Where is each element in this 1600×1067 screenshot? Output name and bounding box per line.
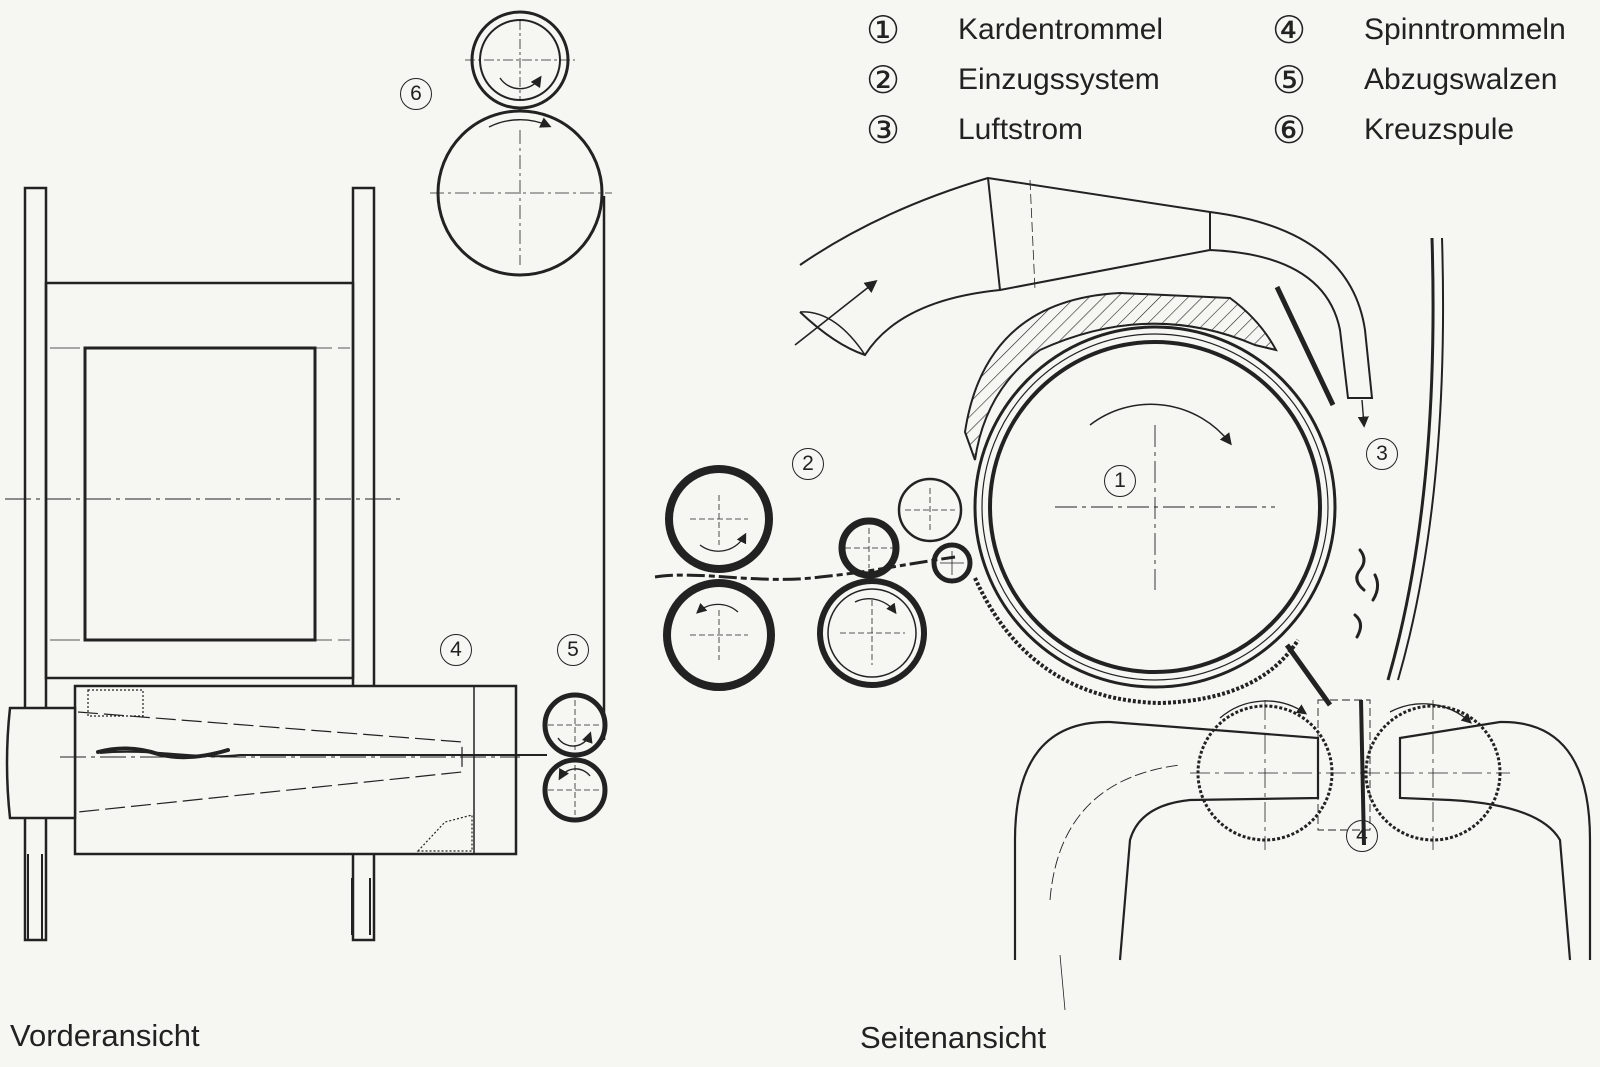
feed-roller-bottom	[663, 579, 775, 691]
legend-label-6: Kreuzspule	[1364, 113, 1515, 146]
spin-nip-box	[1317, 699, 1371, 831]
fiber-patch-top	[87, 689, 144, 717]
fiber-patch-bottom	[416, 814, 473, 852]
takeoff-roller-bottom	[542, 757, 608, 823]
guide-plate	[1274, 285, 1336, 407]
legend-item-5: ⑤ Abzugswalzen	[1272, 58, 1557, 102]
legend-label-4: Spinntrommeln	[1364, 13, 1566, 46]
legend-item-4: ④ Spinntrommeln	[1272, 8, 1566, 52]
legend-item-3: ③ Luftstrom	[866, 108, 1083, 152]
front-view-title: Vorderansicht	[10, 1018, 200, 1053]
legend-label-3: Luftstrom	[958, 113, 1084, 146]
air-duct-mouth	[799, 311, 866, 356]
air-inflow-arrow	[794, 280, 878, 346]
shaft-stub	[5, 706, 77, 820]
loose-fibers	[1353, 548, 1380, 639]
air-duct-panel-left	[987, 177, 1001, 291]
drum-bottom-casing	[973, 577, 1300, 706]
side-wall	[1386, 237, 1435, 681]
callout-front-coil: 6	[400, 78, 432, 110]
yarn-front	[99, 750, 547, 758]
carding-drum-clothing	[981, 333, 1329, 681]
legend-number-5: ⑤	[1272, 59, 1307, 102]
callout-front-drums: 4	[440, 634, 472, 666]
legend-number-1: ①	[866, 9, 901, 52]
legend-item-2: ② Einzugssystem	[866, 58, 1160, 102]
doffer-roller-small	[931, 542, 973, 584]
callout-side-drum: 1	[1104, 465, 1136, 497]
legend-number-4: ④	[1272, 9, 1307, 52]
carding-drum-casing	[973, 325, 1337, 689]
spin-housing-right	[1398, 720, 1592, 961]
air-outflow-arrow	[1357, 399, 1369, 428]
legend-label-1: Kardentrommel	[958, 13, 1164, 46]
frame-window	[83, 346, 317, 642]
legend-number-2: ②	[866, 59, 901, 102]
side-view	[654, 176, 1592, 1011]
front-view	[5, 10, 612, 942]
legend-number-6: ⑥	[1272, 109, 1307, 152]
frame-box	[44, 281, 355, 680]
licker-in-roller	[897, 477, 963, 543]
spin-drum-housing	[73, 684, 518, 856]
intake-roller-large	[817, 578, 927, 688]
carding-drum	[988, 340, 1322, 674]
legend-label-2: Einzugssystem	[958, 63, 1160, 96]
drum-housing-hatch	[963, 291, 1278, 461]
air-duct-outer	[799, 176, 1374, 399]
callout-front-rollers: 5	[557, 634, 589, 666]
drum-rotation-arrow	[1089, 403, 1232, 446]
legend-label-5: Abzugswalzen	[1364, 63, 1558, 96]
yarn-fiber-tuft	[96, 746, 230, 760]
frame-left-upright	[23, 186, 48, 942]
callout-side-intake: 2	[792, 448, 824, 480]
legend-number-3: ③	[866, 109, 901, 152]
legend-item-6: ⑥ Kreuzspule	[1272, 108, 1514, 152]
feed-roller-top	[665, 465, 773, 573]
callout-side-spin: 4	[1346, 820, 1378, 852]
side-view-title: Seitenansicht	[860, 1020, 1047, 1055]
intake-roller-small	[838, 517, 900, 579]
fiber-sliver	[654, 555, 956, 581]
legend-item-1: ① Kardentrommel	[866, 8, 1163, 52]
spin-housing-left	[1013, 720, 1320, 961]
fiber-channel	[1284, 643, 1333, 707]
callout-side-air: 3	[1366, 438, 1398, 470]
